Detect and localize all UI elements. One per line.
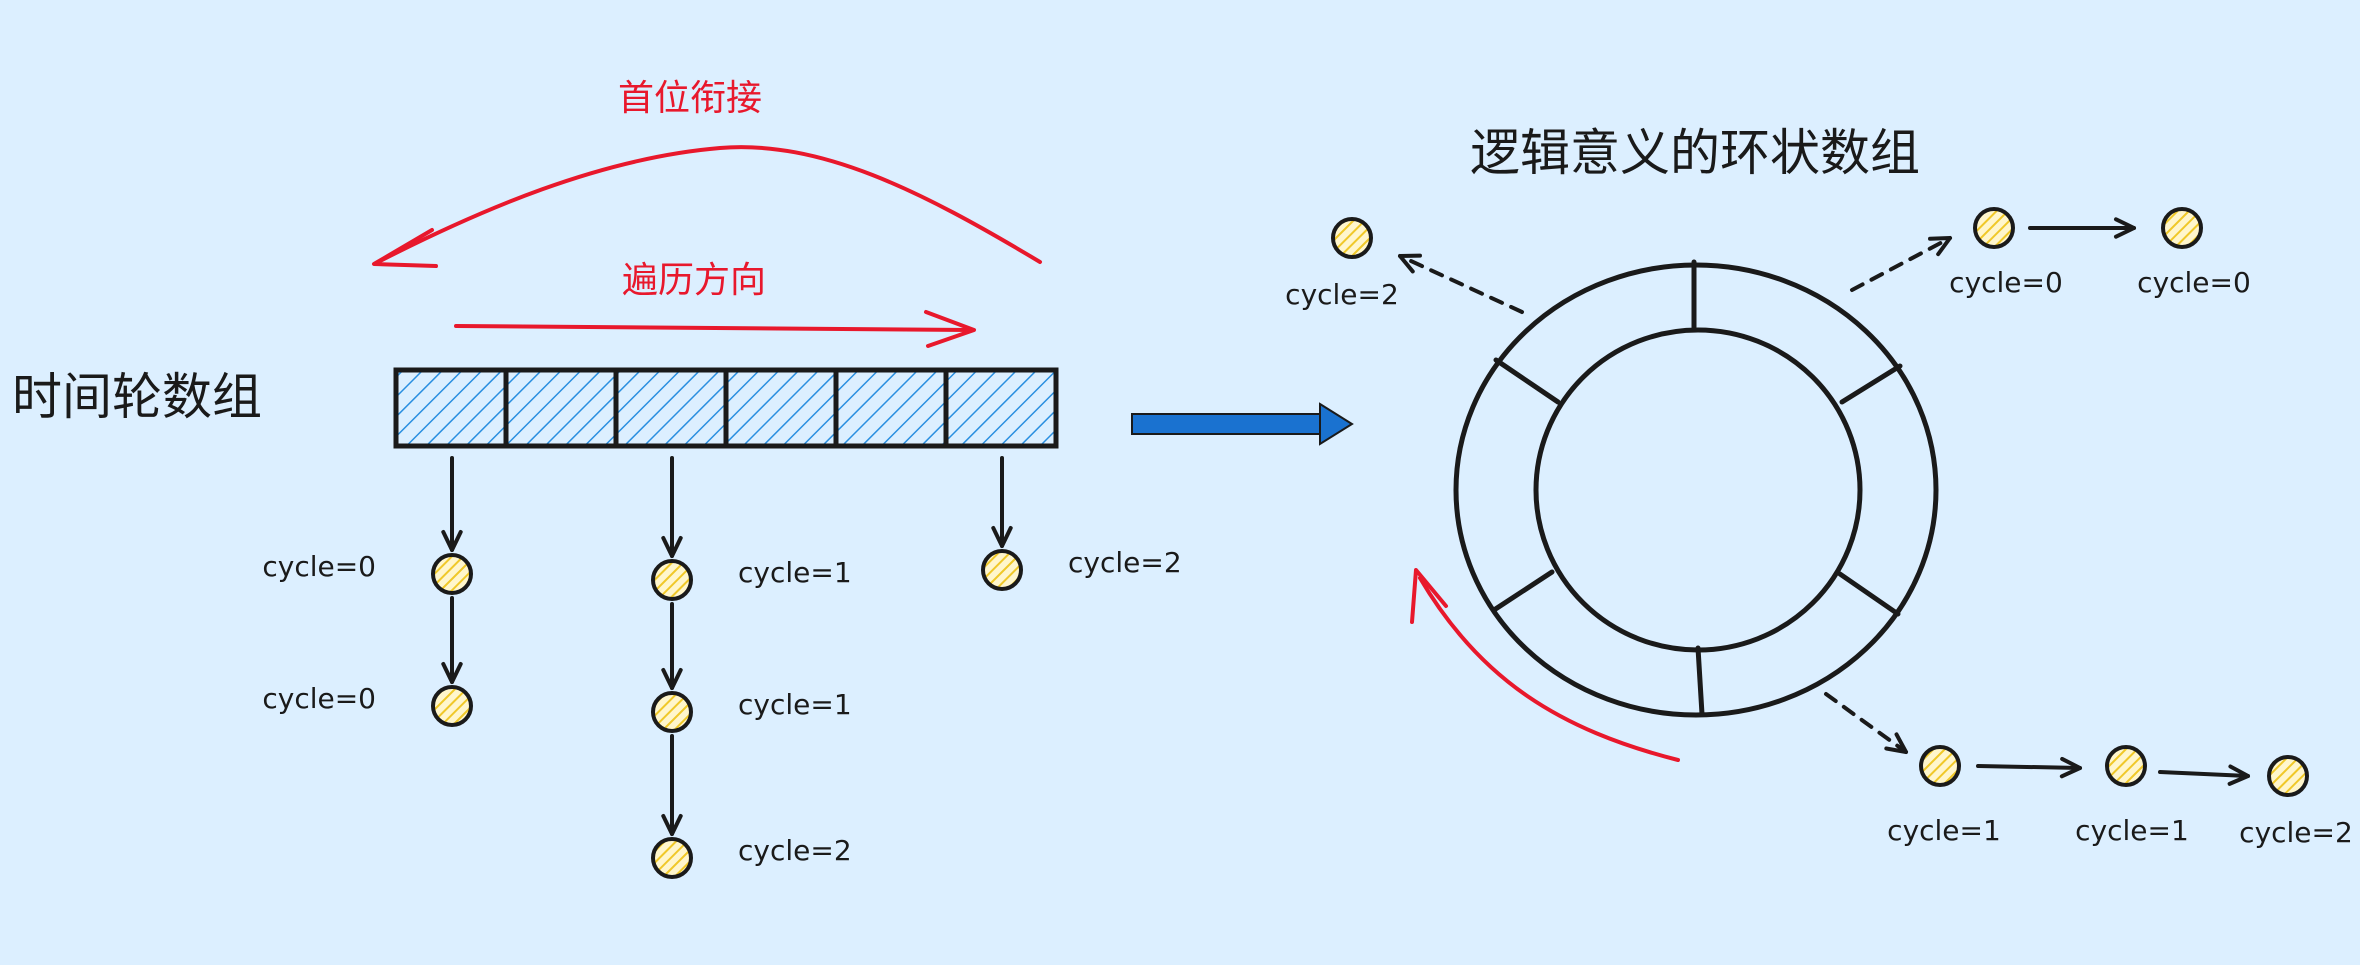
array-slot	[723, 367, 839, 449]
timer-node-icon	[2161, 207, 2203, 249]
chain-arrow	[1976, 764, 2082, 770]
array-slot	[503, 367, 619, 449]
ring-title: 逻辑意义的环状数组	[1470, 124, 1920, 182]
array-slot	[833, 367, 949, 449]
timer-node: cycle=0	[262, 550, 473, 595]
ring-slot-divider	[1491, 569, 1555, 613]
timer-node: cycle=1	[651, 556, 852, 601]
ring-dividers	[1491, 259, 1903, 717]
ring-slot-divider	[1839, 363, 1903, 405]
timer-node-icon	[651, 837, 693, 879]
cycle-label: cycle=0	[2137, 266, 2251, 299]
chain-arrow-head	[2227, 764, 2250, 786]
dashed-chain-arrow	[1824, 692, 1908, 754]
ring-chain-left: cycle=2	[1285, 217, 1524, 314]
array-slot	[393, 367, 509, 449]
ring-slot-divider	[1837, 571, 1901, 617]
cycle-label: cycle=2	[1285, 278, 1399, 311]
timer-node-icon	[981, 549, 1023, 591]
wrap-around-arrowhead	[372, 228, 438, 268]
timer-node: cycle=1	[1887, 745, 2001, 847]
cycle-label: cycle=0	[262, 682, 376, 715]
chain-arrow-head	[661, 813, 683, 836]
slot-chain: cycle=2	[981, 456, 1182, 591]
wrap-around-arrow	[376, 145, 1042, 264]
chain-arrow-head	[661, 535, 683, 558]
ring-buffer	[1453, 259, 1939, 718]
ring-chain-bottom-right: cycle=1 cycle=1 cycle=2	[1824, 692, 2353, 849]
timer-node: cycle=2	[2239, 755, 2353, 849]
traverse-direction-label: 遍历方向	[622, 260, 766, 301]
timer-node: cycle=2	[981, 546, 1182, 591]
timer-node-icon	[651, 559, 693, 601]
array-slot	[943, 367, 1059, 449]
cycle-label: cycle=0	[262, 550, 376, 583]
array-slot	[613, 367, 729, 449]
cycle-label: cycle=1	[738, 556, 852, 589]
chain-arrow-head	[2059, 756, 2082, 779]
chain-arrow-head	[441, 661, 463, 684]
ring-slot-divider	[1493, 357, 1561, 405]
cycle-label: cycle=1	[1887, 814, 2001, 847]
timer-node-icon	[1973, 207, 2015, 249]
dashed-chain-arrow-head	[1928, 236, 1952, 257]
slot-chain: cycle=1 cycle=1 cycle=2	[651, 456, 852, 879]
arrow-right-icon	[1131, 402, 1354, 446]
ring-direction-arrow	[1418, 576, 1680, 762]
cycle-label: cycle=2	[2239, 816, 2353, 849]
dashed-chain-arrow-head	[1398, 253, 1422, 274]
ring-direction-arrowhead	[1410, 568, 1448, 624]
timer-node: cycle=2	[651, 834, 852, 879]
timer-node-icon	[1919, 745, 1961, 787]
cycle-label: cycle=0	[1949, 266, 2063, 299]
traverse-direction-arrow	[454, 324, 972, 332]
timer-node: cycle=2	[1285, 217, 1399, 311]
array-title: 时间轮数组	[12, 368, 262, 426]
cycle-label: cycle=2	[1068, 546, 1182, 579]
timer-node: cycle=0	[2137, 207, 2251, 299]
timer-node-icon	[2267, 755, 2309, 797]
cycle-label: cycle=2	[738, 834, 852, 867]
ring-slot-divider	[1695, 645, 1705, 717]
timer-node: cycle=0	[262, 682, 473, 727]
wrap-around-label: 首位衔接	[618, 78, 762, 119]
dashed-chain-arrow	[1398, 254, 1524, 314]
chain-arrow-head	[441, 529, 463, 552]
chain-arrow	[2158, 770, 2250, 778]
ring-chain-top-right: cycle=0 cycle=0	[1850, 207, 2251, 299]
dashed-chain-arrow	[1850, 236, 1952, 292]
traverse-direction-arrowhead	[924, 310, 976, 348]
timer-node: cycle=1	[2075, 745, 2189, 847]
cycle-label: cycle=1	[2075, 814, 2189, 847]
timer-node-icon	[431, 553, 473, 595]
cycle-label: cycle=1	[738, 688, 852, 721]
array-cells	[393, 367, 1059, 449]
chain-arrow-head	[991, 525, 1013, 548]
timer-node-icon	[651, 691, 693, 733]
chain-arrow-head	[661, 667, 683, 690]
dashed-chain-arrow-head	[1884, 732, 1908, 754]
chain-arrow-head	[2113, 217, 2136, 239]
timer-node: cycle=1	[651, 688, 852, 733]
timer-node: cycle=0	[1949, 207, 2063, 299]
timer-node-icon	[431, 685, 473, 727]
ring-inner	[1533, 327, 1863, 653]
timer-node-icon	[2105, 745, 2147, 787]
slot-chain: cycle=0 cycle=0	[262, 456, 473, 727]
timer-node-icon	[1331, 217, 1373, 259]
array-chains: cycle=0cycle=0cycle=1cycle=1cycle=2cycle…	[262, 456, 1182, 879]
